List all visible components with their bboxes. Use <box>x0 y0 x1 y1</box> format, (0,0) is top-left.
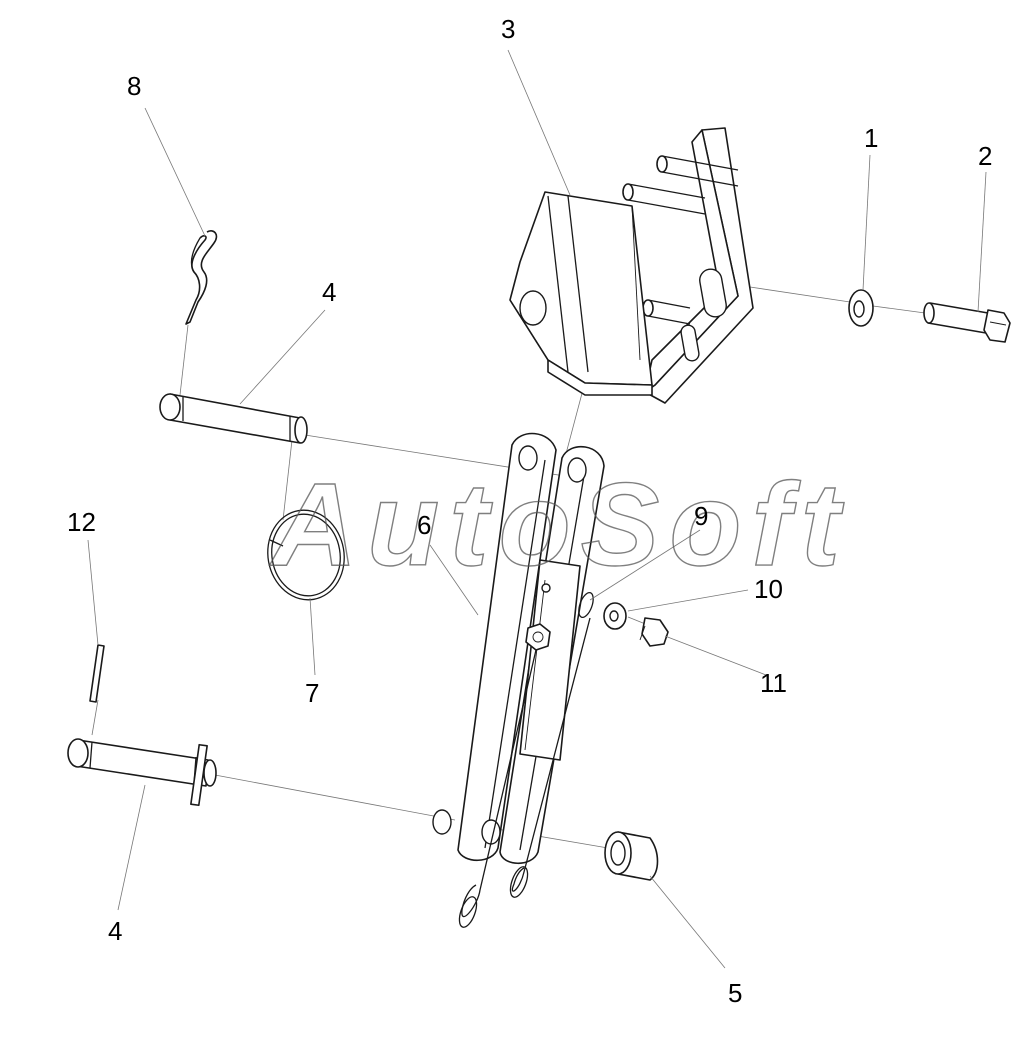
bushing-part-5 <box>604 831 659 881</box>
washer-part-10 <box>603 602 627 630</box>
callout-4-upper: 4 <box>322 277 336 307</box>
link-arm-part-6 <box>432 432 605 928</box>
callout-10: 10 <box>754 574 783 604</box>
callout-1: 1 <box>864 123 878 153</box>
watermark-text: AutoSoft <box>269 459 850 591</box>
callout-12: 12 <box>67 507 96 537</box>
callout-labels: 1 2 3 4 4 5 6 7 8 9 10 11 12 <box>67 14 992 1008</box>
bolt-part-11 <box>639 617 669 647</box>
callout-4-lower: 4 <box>108 916 122 946</box>
washer-part-1 <box>848 289 874 327</box>
callout-5: 5 <box>728 978 742 1008</box>
snap-ring-part-7 <box>267 509 345 601</box>
roll-pin-part-12 <box>89 644 105 703</box>
callout-9: 9 <box>694 501 708 531</box>
callout-2: 2 <box>978 141 992 171</box>
callout-8: 8 <box>127 71 141 101</box>
bolt-part-2 <box>923 302 1011 343</box>
pin-part-4-lower <box>67 738 217 807</box>
cotter-pin-part-8 <box>185 230 218 325</box>
pin-part-4-upper <box>159 393 308 444</box>
bracket-part-3 <box>509 127 754 404</box>
callout-7: 7 <box>305 678 319 708</box>
callout-6: 6 <box>417 510 431 540</box>
callout-11: 11 <box>760 668 787 698</box>
callout-leaders <box>87 49 987 969</box>
callout-3: 3 <box>501 14 515 44</box>
